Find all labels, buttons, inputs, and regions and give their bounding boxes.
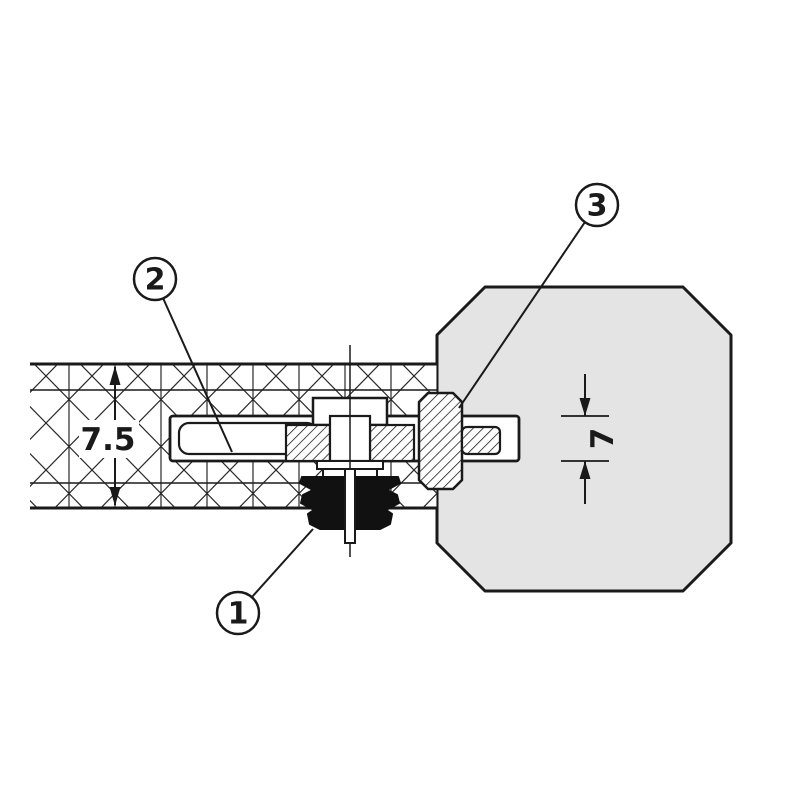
arrow-up-icon (579, 461, 591, 479)
bolt-shank (460, 425, 502, 456)
arrow-down-icon (579, 398, 591, 416)
dimension-7-label: 7 (585, 428, 621, 450)
callout-3-balloon-icon (574, 182, 620, 228)
connector-wing-right (368, 423, 416, 463)
callout-1-leader (251, 528, 314, 598)
callout-1-number: 1 (228, 597, 249, 632)
connector-wing-left (284, 423, 332, 463)
callout-2: 2 (132, 256, 233, 453)
arrow-up-icon (109, 366, 121, 385)
dimension-7_5-label: 7.5 (81, 422, 136, 458)
dimension-slot-height: 7 (561, 374, 621, 504)
callout-2-number: 2 (145, 263, 166, 298)
callout-2-leader (162, 297, 233, 453)
callout-1-balloon-icon (215, 590, 261, 636)
nut-fitting (417, 391, 464, 491)
callout-3-number: 3 (587, 189, 608, 224)
callout-1: 1 (215, 528, 314, 636)
callout-3-leader (458, 221, 586, 409)
callout-3: 3 (458, 182, 620, 409)
arrow-down-icon (109, 487, 121, 506)
callout-2-balloon-icon (132, 256, 178, 302)
screw-slot (344, 468, 356, 544)
dimension-panel-thickness: 7.5 (79, 366, 139, 506)
